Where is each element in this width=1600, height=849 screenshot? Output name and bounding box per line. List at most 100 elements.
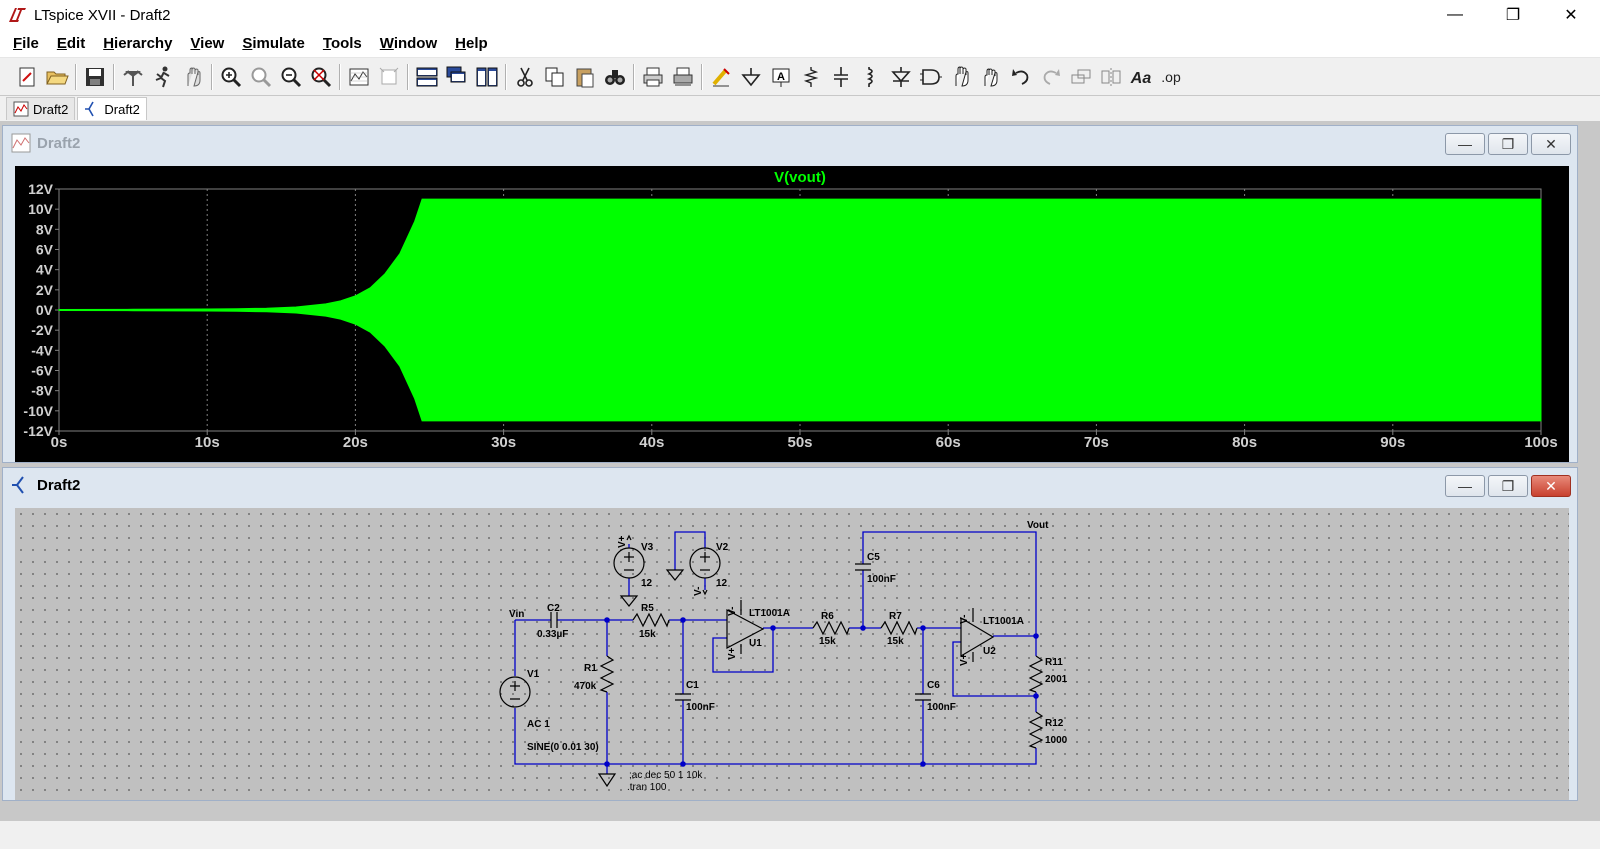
menu-view[interactable]: View bbox=[190, 35, 225, 52]
r1-value: 470k bbox=[574, 681, 597, 692]
open-icon[interactable] bbox=[42, 63, 72, 91]
x-tick-label: 40s bbox=[639, 434, 664, 451]
tile-vertical-icon[interactable] bbox=[472, 63, 502, 91]
menu-bar: File Edit Hierarchy View Simulate Tools … bbox=[0, 30, 1600, 58]
drag-icon[interactable] bbox=[976, 63, 1006, 91]
diode-icon[interactable] bbox=[886, 63, 916, 91]
u1-vplus-label: V+ bbox=[727, 647, 738, 660]
menu-window[interactable]: Window bbox=[379, 35, 438, 52]
menu-simulate[interactable]: Simulate bbox=[242, 35, 305, 52]
halt-icon[interactable] bbox=[178, 63, 208, 91]
r11-label: R11 bbox=[1045, 657, 1063, 668]
menu-help[interactable]: Help bbox=[455, 35, 488, 52]
plot-settings-icon[interactable] bbox=[374, 63, 404, 91]
toolbar-separator bbox=[211, 63, 213, 90]
y-tick-label: -4V bbox=[31, 342, 53, 358]
paste-icon[interactable] bbox=[570, 63, 600, 91]
x-tick-label: 10s bbox=[195, 434, 220, 451]
waveform-window-title: Draft2 bbox=[37, 134, 81, 152]
close-button[interactable]: ✕ bbox=[1564, 7, 1578, 24]
undo-icon[interactable] bbox=[1006, 63, 1036, 91]
v2-label: V2 bbox=[716, 542, 729, 553]
zoom-out-icon[interactable] bbox=[276, 63, 306, 91]
control-panel-icon[interactable] bbox=[118, 63, 148, 91]
menu-hierarchy[interactable]: Hierarchy bbox=[103, 35, 173, 52]
y-tick-label: 4V bbox=[36, 262, 54, 278]
toolbar-separator bbox=[75, 63, 77, 90]
y-tick-label: 2V bbox=[36, 282, 54, 298]
v1-ac: AC 1 bbox=[527, 719, 550, 730]
zoom-fit-icon[interactable] bbox=[306, 63, 336, 91]
plot-minimize-button[interactable]: — bbox=[1445, 133, 1485, 155]
resistor-icon[interactable] bbox=[796, 63, 826, 91]
minimize-button[interactable]: — bbox=[1447, 6, 1463, 23]
cut-icon[interactable] bbox=[510, 63, 540, 91]
inductor-icon[interactable] bbox=[856, 63, 886, 91]
schematic-icon bbox=[12, 476, 24, 494]
run-icon[interactable] bbox=[148, 63, 178, 91]
x-tick-label: 20s bbox=[343, 434, 368, 451]
rotate-icon[interactable] bbox=[1066, 63, 1096, 91]
schematic-minimize-button[interactable]: — bbox=[1445, 475, 1485, 497]
text-icon[interactable]: Aa bbox=[1126, 63, 1156, 91]
u2-vminus-label: V- bbox=[959, 615, 970, 624]
v1-label: V1 bbox=[527, 669, 540, 680]
svg-text:.op: .op bbox=[1161, 69, 1181, 85]
zoom-in-icon[interactable] bbox=[216, 63, 246, 91]
save-icon[interactable] bbox=[80, 63, 110, 91]
component-icon[interactable] bbox=[916, 63, 946, 91]
u2-model: LT1001A bbox=[983, 616, 1024, 627]
c2-label: C2 bbox=[547, 603, 560, 614]
plot-restore-button[interactable]: ❐ bbox=[1488, 133, 1528, 155]
menu-tools[interactable]: Tools bbox=[322, 35, 362, 52]
print-icon[interactable] bbox=[638, 63, 668, 91]
tab-label: Draft2 bbox=[33, 101, 69, 117]
y-tick-label: 10V bbox=[28, 201, 54, 217]
schematic-canvas[interactable]: Vout Vin V3 12 V2 12 C2 0.33µF R5 15k LT… bbox=[15, 508, 1569, 800]
autoscale-icon[interactable] bbox=[344, 63, 374, 91]
tab-waveform[interactable]: Draft2 bbox=[6, 97, 76, 120]
schematic-drawing: Vout Vin V3 12 V2 12 C2 0.33µF R5 15k LT… bbox=[499, 520, 1068, 793]
menu-file[interactable]: File bbox=[13, 35, 39, 52]
toolbar-separator bbox=[701, 63, 703, 90]
restore-button[interactable]: ❐ bbox=[1505, 7, 1521, 24]
schematic-restore-button[interactable]: ❐ bbox=[1488, 475, 1528, 497]
v3-value: 12 bbox=[641, 578, 653, 589]
new-schematic-icon[interactable] bbox=[12, 63, 42, 91]
schematic-icon bbox=[85, 101, 95, 117]
spice-directive-icon[interactable]: .op bbox=[1156, 63, 1186, 91]
plot-title: V(vout) bbox=[774, 169, 826, 186]
tab-schematic[interactable]: Draft2 bbox=[77, 97, 147, 120]
tab-label: Draft2 bbox=[104, 101, 140, 117]
u2-label: U2 bbox=[983, 646, 996, 657]
copy-icon[interactable] bbox=[540, 63, 570, 91]
menu-edit[interactable]: Edit bbox=[56, 35, 86, 52]
label-icon[interactable]: A bbox=[766, 63, 796, 91]
schematic-close-button[interactable]: ✕ bbox=[1531, 475, 1571, 497]
plot-close-button[interactable]: ✕ bbox=[1531, 133, 1571, 155]
wire-icon[interactable] bbox=[706, 63, 736, 91]
v2-vminus-label: V- bbox=[693, 587, 704, 596]
zoom-area-icon[interactable] bbox=[246, 63, 276, 91]
x-tick-label: 80s bbox=[1232, 434, 1257, 451]
c6-label: C6 bbox=[927, 680, 940, 691]
find-icon[interactable] bbox=[600, 63, 630, 91]
mirror-icon[interactable] bbox=[1096, 63, 1126, 91]
print-setup-icon[interactable] bbox=[668, 63, 698, 91]
r1-label: R1 bbox=[584, 663, 597, 674]
window-title: LTspice XVII - Draft2 bbox=[34, 6, 171, 24]
schematic-window-titlebar[interactable]: Draft2 bbox=[3, 468, 1577, 502]
redo-icon[interactable] bbox=[1036, 63, 1066, 91]
waveform-window-titlebar[interactable]: Draft2 bbox=[3, 126, 1577, 160]
tile-horizontal-icon[interactable] bbox=[412, 63, 442, 91]
u1-vminus-label: V- bbox=[727, 607, 738, 616]
capacitor-icon[interactable] bbox=[826, 63, 856, 91]
cascade-icon[interactable] bbox=[442, 63, 472, 91]
move-icon[interactable] bbox=[946, 63, 976, 91]
v2-value: 12 bbox=[716, 578, 728, 589]
ground-icon[interactable] bbox=[736, 63, 766, 91]
y-tick-label: -8V bbox=[31, 383, 53, 399]
